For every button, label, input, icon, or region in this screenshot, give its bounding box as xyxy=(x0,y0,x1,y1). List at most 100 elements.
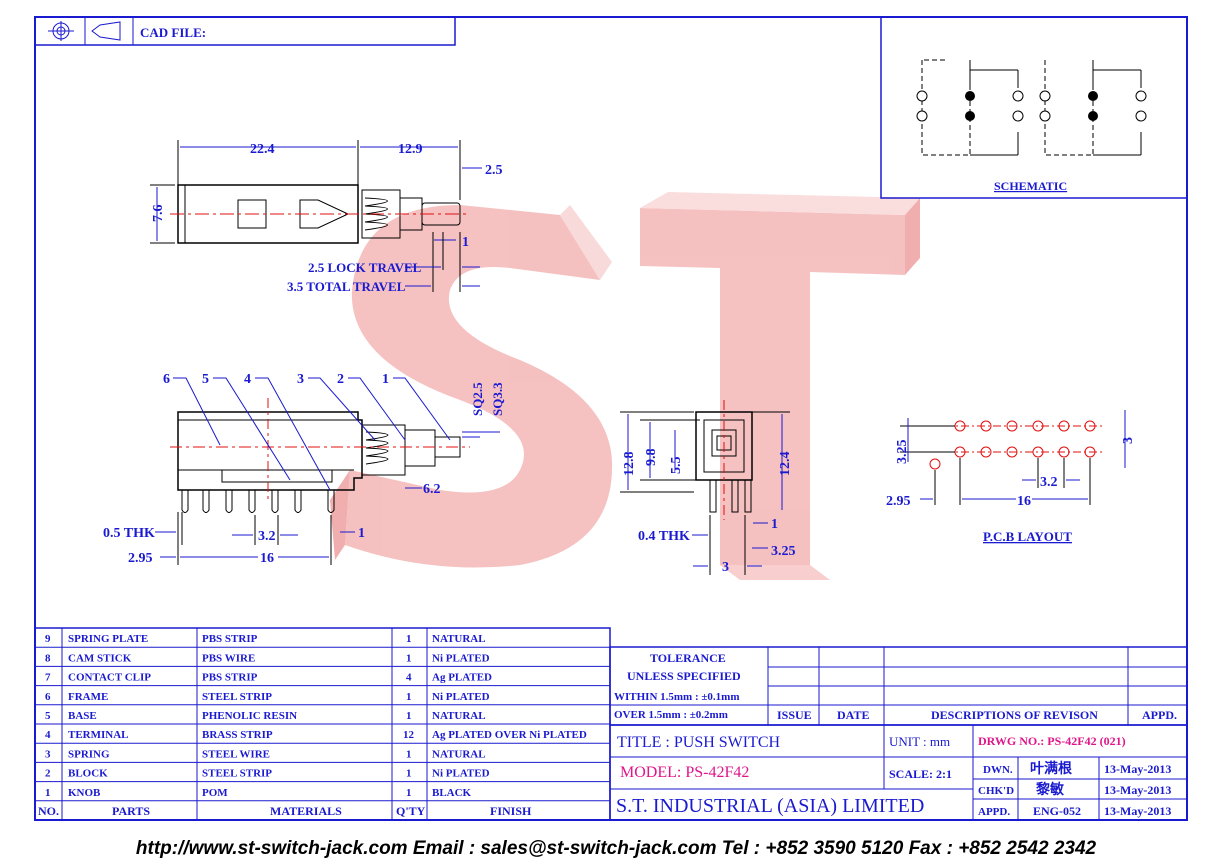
col-materials-header: MATERIALS xyxy=(270,804,342,818)
cell-qty: 1 xyxy=(406,768,412,780)
dim-3-2-pcb: 3.2 xyxy=(1040,475,1058,490)
dim-16-side: 16 xyxy=(260,551,274,566)
tolerance-title: TOLERANCE xyxy=(650,651,726,665)
dim-12-8: 12.8 xyxy=(622,452,637,477)
st-watermark xyxy=(330,192,920,580)
cell-material: STEEL STRIP xyxy=(202,768,272,780)
cell-finish: NATURAL xyxy=(432,633,486,645)
cell-finish: Ag PLATED xyxy=(432,672,492,684)
scale-label: SCALE: 2:1 xyxy=(889,767,952,781)
callout-1: 1 xyxy=(382,372,389,387)
cell-material: POM xyxy=(202,787,228,799)
cell-finish: BLACK xyxy=(432,787,472,799)
cell-part: SPRING xyxy=(68,748,110,760)
cell-material: BRASS STRIP xyxy=(202,729,273,741)
dim-3-end: 3 xyxy=(722,560,729,575)
col-qty-header: Q'TY xyxy=(396,804,426,818)
cell-finish: Ni PLATED xyxy=(432,652,490,664)
model-label: MODEL: PS-42F42 xyxy=(620,764,749,781)
cell-qty: 4 xyxy=(406,672,412,684)
dim-9-8: 9.8 xyxy=(644,449,659,467)
dim-12-9: 12.9 xyxy=(398,142,423,157)
cell-material: PBS STRIP xyxy=(202,672,258,684)
dim-6-2: 6.2 xyxy=(423,482,441,497)
company-name: S.T. INDUSTRIAL (ASIA) LIMITED xyxy=(616,795,924,817)
dim-12-4: 12.4 xyxy=(778,452,793,477)
chkd-date: 13-May-2013 xyxy=(1104,783,1171,797)
dim-1-side: 1 xyxy=(358,526,365,541)
cell-part: CAM STICK xyxy=(68,652,132,664)
cell-part: BLOCK xyxy=(68,768,108,780)
sq2-5-label: SQ2.5 xyxy=(470,382,485,416)
chkd-label: CHK'D xyxy=(978,785,1014,797)
cell-qty: 1 xyxy=(406,652,412,664)
dwn-date: 13-May-2013 xyxy=(1104,762,1171,776)
cell-no: 3 xyxy=(45,748,51,760)
drawing-title: TITLE : PUSH SWITCH xyxy=(617,734,781,751)
cell-material: PHENOLIC RESIN xyxy=(202,710,297,722)
total-travel-label: 3.5 TOTAL TRAVEL xyxy=(287,279,406,294)
pcb-layout-label: P.C.B LAYOUT xyxy=(983,529,1072,544)
cell-no: 2 xyxy=(45,768,51,780)
dim-7-6: 7.6 xyxy=(151,205,166,223)
sq3-3-label: SQ3.3 xyxy=(490,382,505,416)
cell-material: STEEL WIRE xyxy=(202,748,270,760)
cell-qty: 1 xyxy=(406,710,412,722)
side-view: 6 5 4 3 2 1 SQ2.5 SQ3.3 6.2 0.5 THK 3.2 … xyxy=(103,372,505,566)
thk-0-5: 0.5 THK xyxy=(103,526,155,541)
date-header: DATE xyxy=(837,708,869,722)
appd-date: 13-May-2013 xyxy=(1104,804,1171,818)
descriptions-header: DESCRIPTIONS OF REVISON xyxy=(931,708,1098,722)
cell-qty: 1 xyxy=(406,748,412,760)
callout-6: 6 xyxy=(163,372,170,387)
thk-0-4: 0.4 THK xyxy=(638,529,690,544)
tolerance-subtitle: UNLESS SPECIFIED xyxy=(627,669,741,683)
cell-no: 7 xyxy=(45,672,51,684)
dwn-name: 叶满根 xyxy=(1030,760,1073,777)
cell-part: SPRING PLATE xyxy=(68,633,148,645)
revision-block: TOLERANCE UNLESS SPECIFIED WITHIN 1.5mm … xyxy=(609,646,1188,726)
dwn-label: DWN. xyxy=(983,764,1013,776)
cell-finish: Ni PLATED xyxy=(432,768,490,780)
dim-1-end: 1 xyxy=(771,517,778,532)
cell-finish: NATURAL xyxy=(432,710,486,722)
drawing-number: DRWG NO.: PS-42F42 (021) xyxy=(978,734,1126,748)
cell-material: PBS WIRE xyxy=(202,652,255,664)
cell-part: TERMINAL xyxy=(68,729,129,741)
cell-material: PBS STRIP xyxy=(202,633,258,645)
cell-finish: Ni PLATED xyxy=(432,691,490,703)
end-view: 12.8 9.8 5.5 12.4 0.4 THK 1 3.25 3 xyxy=(620,400,796,575)
cell-no: 6 xyxy=(45,691,51,703)
schematic-panel: SCHEMATIC xyxy=(880,16,1188,199)
dim-16-pcb: 16 xyxy=(1017,494,1031,509)
cell-qty: 12 xyxy=(403,729,415,741)
col-no-header: NO. xyxy=(38,804,59,818)
cell-qty: 1 xyxy=(406,633,412,645)
cell-finish: Ag PLATED OVER Ni PLATED xyxy=(432,729,587,741)
cell-no: 1 xyxy=(45,787,51,799)
cell-finish: NATURAL xyxy=(432,748,486,760)
dim-22-4: 22.4 xyxy=(250,142,275,157)
callout-5: 5 xyxy=(202,372,209,387)
dim-2-95-pcb: 2.95 xyxy=(886,494,911,509)
dim-1-top: 1 xyxy=(462,235,469,250)
projection-symbol-icon xyxy=(48,21,121,41)
cell-part: BASE xyxy=(68,710,97,722)
top-view: 22.4 12.9 2.5 7.6 1 2.5 LOCK TRAVEL 3.5 … xyxy=(150,140,503,294)
footer-contact: http://www.st-switch-jack.com Email : sa… xyxy=(135,838,1097,859)
lock-travel-label: 2.5 LOCK TRAVEL xyxy=(308,260,422,275)
appd-header: APPD. xyxy=(1142,708,1177,722)
dim-5-5: 5.5 xyxy=(669,457,684,475)
cad-file-label: CAD FILE: xyxy=(140,25,206,40)
cell-part: KNOB xyxy=(68,787,101,799)
tolerance-within: WITHIN 1.5mm : ±0.1mm xyxy=(614,691,740,703)
callout-2: 2 xyxy=(337,372,344,387)
chkd-name: 黎敏 xyxy=(1036,781,1065,798)
appd-label: APPD. xyxy=(978,806,1010,818)
dim-2-95-side: 2.95 xyxy=(128,551,153,566)
cell-qty: 1 xyxy=(406,691,412,703)
pcb-layout: 3.25 3 3.2 16 2.95 P.C.B LAYOUT xyxy=(886,410,1136,544)
schematic-label: SCHEMATIC xyxy=(994,179,1067,193)
